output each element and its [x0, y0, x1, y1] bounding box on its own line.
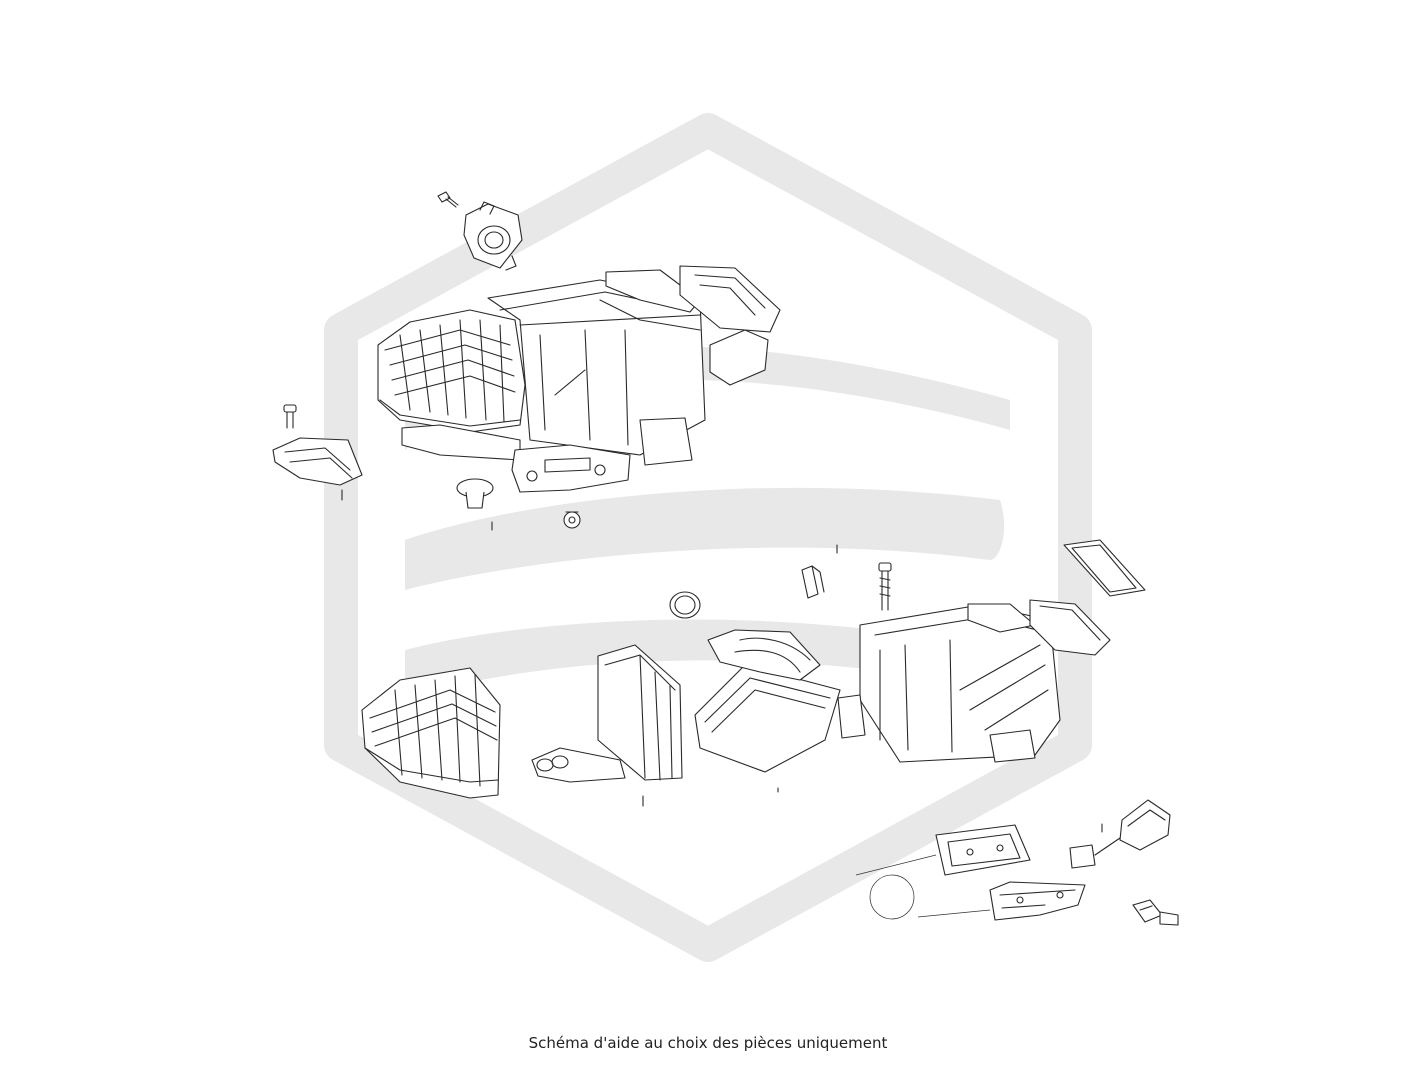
screw-small [563, 511, 581, 529]
hvac-housing-assembly [377, 265, 781, 493]
actuator-small [1069, 799, 1171, 869]
bracket-left [272, 437, 363, 501]
brand-logo-watermark [324, 113, 1092, 962]
screw-top [437, 191, 459, 208]
blower-housing [361, 667, 501, 799]
actuator-motor-top [463, 201, 523, 271]
filter-frame [1063, 539, 1146, 597]
bolt-left [283, 404, 297, 429]
heater-core [694, 629, 841, 793]
mounting-bracket-lower [869, 874, 1086, 921]
evaporator-core [531, 644, 683, 807]
hvac-housing-bare [837, 599, 1111, 763]
clip-push [456, 478, 494, 531]
mounting-bracket-upper [855, 824, 1031, 876]
o-ring [669, 591, 701, 619]
clamp-clip [801, 544, 838, 599]
bolt-long [878, 562, 892, 611]
sensor-connector [1132, 899, 1179, 926]
diagram-caption: Schéma d'aide au choix des pièces unique… [528, 1034, 888, 1052]
